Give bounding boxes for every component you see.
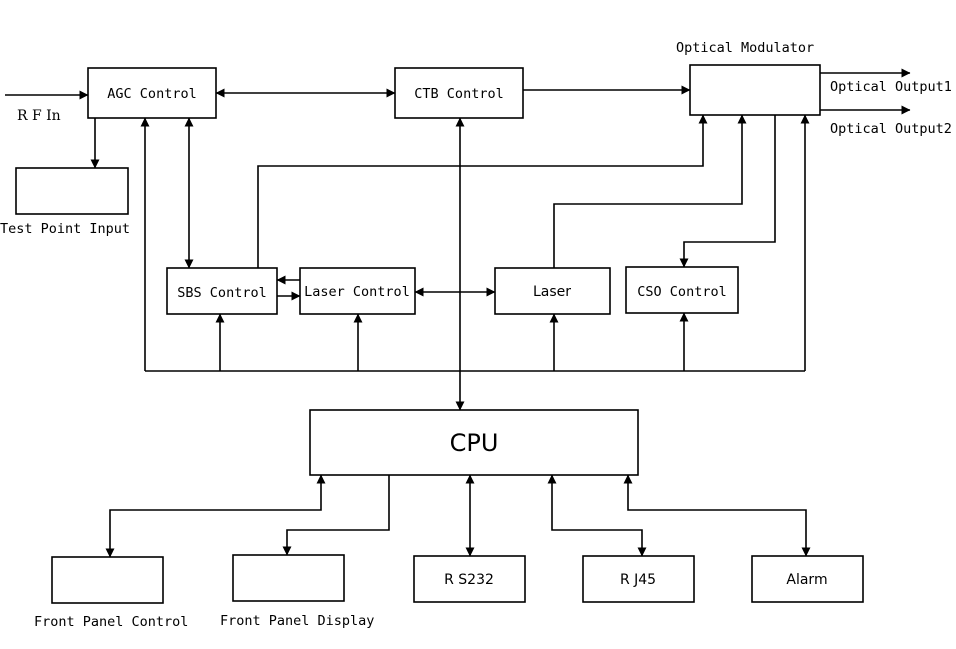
alarm-box xyxy=(751,555,864,603)
cpu-fpcontrol-arrow xyxy=(105,474,326,558)
rj45-box xyxy=(582,555,695,603)
front-panel-control-box xyxy=(51,556,164,604)
agc-control-box xyxy=(87,67,217,119)
ctb-control-label: CTB Control xyxy=(414,86,503,102)
sbs-control-label: SBS Control xyxy=(177,285,266,301)
rs232-box xyxy=(413,555,526,603)
optical-modulator-label: Optical Modulator xyxy=(676,40,814,56)
cso-control-box xyxy=(625,266,739,314)
laser-control-label: Laser Control xyxy=(304,284,410,300)
front-panel-control-label: Front Panel Control xyxy=(34,614,188,630)
front-panel-display-label: Front Panel Display xyxy=(220,613,374,629)
rf-in-label: R F In xyxy=(17,108,61,124)
laser-modulator-arrow xyxy=(553,114,747,268)
alarm-label: Alarm xyxy=(786,572,827,588)
test-point-box xyxy=(15,167,129,215)
test-point-input-label: Test Point Input xyxy=(0,221,130,237)
cpu-alarm-arrow xyxy=(623,474,811,557)
agc-control-label: AGC Control xyxy=(107,86,196,102)
front-panel-display-box xyxy=(232,554,345,602)
optical-output1-label: Optical Output1 xyxy=(830,79,952,95)
optical-modulator-box xyxy=(689,64,821,116)
rs232-label: R S232 xyxy=(444,572,494,588)
cpu-label: CPU xyxy=(450,429,499,457)
cpu-fpdisplay-arrow xyxy=(282,475,390,556)
modulator-cso-arrow xyxy=(679,115,776,268)
ctb-control-box xyxy=(394,67,524,119)
optical-output2-label: Optical Output2 xyxy=(830,121,952,137)
sbs-modulator-arrow xyxy=(257,114,708,268)
cso-control-label: CSO Control xyxy=(637,284,726,300)
laser-label: Laser xyxy=(533,284,571,300)
rj45-label: R J45 xyxy=(620,572,656,588)
